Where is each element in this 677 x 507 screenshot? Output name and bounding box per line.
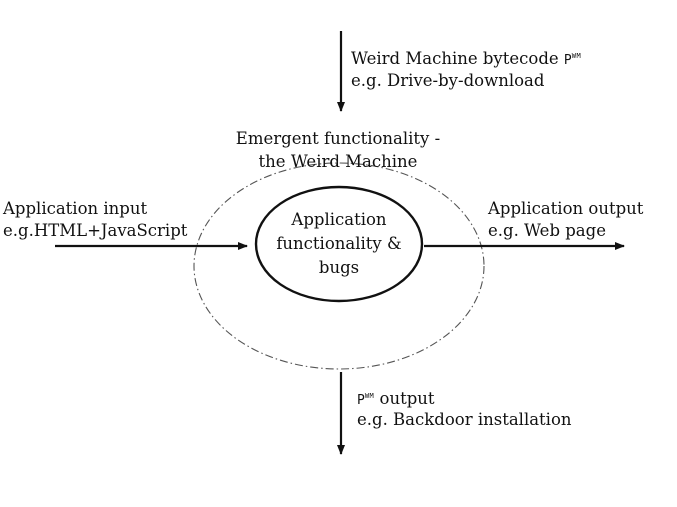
bytecode-label: Weird Machine bytecode PWM: [351, 45, 581, 72]
core-line-1: Application: [291, 210, 387, 229]
application-output-label: Application output: [488, 199, 644, 218]
bytecode-example: e.g. Drive-by-download: [351, 71, 545, 90]
weird-machine-boundary: [193, 162, 485, 370]
core-line-3: bugs: [318, 258, 360, 277]
pwm-output-symbol: PWM: [357, 392, 375, 408]
bytecode-label-text: Weird Machine bytecode: [351, 49, 559, 68]
pwm-output-label: PWM output: [357, 385, 435, 412]
application-input-label: Application input: [3, 199, 148, 218]
pwm-symbol: PWM: [563, 52, 582, 68]
application-input-example: e.g.HTML+JavaScript: [3, 221, 188, 240]
core-line-2: functionality &: [276, 234, 402, 253]
application-output-example: e.g. Web page: [488, 221, 606, 240]
emergent-functionality-label: Emergent functionality -: [235, 129, 441, 148]
backdoor-example: e.g. Backdoor installation: [357, 410, 572, 429]
pwm-output-text: output: [379, 389, 435, 408]
weird-machine-label: the Weird Machine: [258, 152, 418, 171]
application-core-ellipse: [254, 185, 424, 303]
